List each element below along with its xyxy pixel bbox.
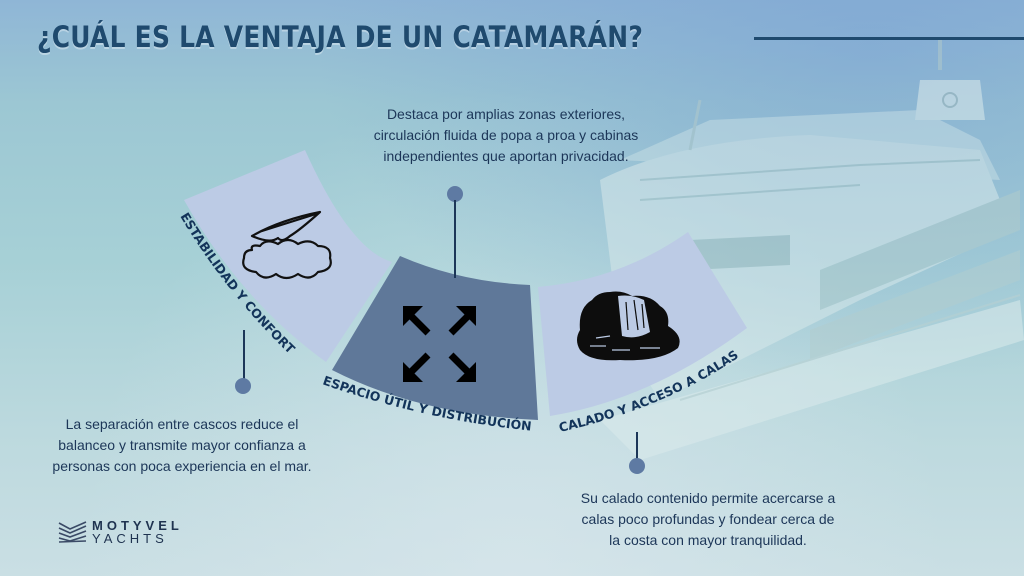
segment-espacio bbox=[332, 256, 538, 420]
description-line: independientes que aportan privacidad. bbox=[383, 148, 629, 164]
expand-arrows-icon bbox=[403, 306, 476, 382]
description-line: Su calado contenido permite acercarse a bbox=[580, 490, 836, 506]
description-estabilidad: La separación entre cascos reduce el bal… bbox=[40, 414, 324, 477]
description-line: circulación fluida de popa a proa y cabi… bbox=[373, 127, 639, 143]
description-line: personas con poca experiencia en el mar. bbox=[52, 458, 312, 474]
connector-dot-espacio bbox=[447, 186, 463, 202]
segment-estabilidad bbox=[184, 150, 392, 362]
connector-line-estabilidad bbox=[243, 330, 245, 380]
description-line: la costa con mayor tranquilidad. bbox=[609, 532, 807, 548]
description-espacio: Destaca por amplias zonas exteriores, ci… bbox=[356, 104, 656, 167]
connector-dot-calado bbox=[629, 458, 645, 474]
brand-logo: MOTYVEL YACHTS bbox=[58, 519, 183, 545]
description-line: La separación entre cascos reduce el bbox=[65, 416, 299, 432]
description-line: calas poco profundas y fondear cerca de bbox=[581, 511, 835, 527]
connector-line-espacio bbox=[454, 200, 456, 278]
waves-logo-icon bbox=[58, 521, 87, 543]
description-line: Destaca por amplias zonas exteriores, bbox=[386, 106, 626, 122]
brand-name: MOTYVEL bbox=[92, 518, 183, 533]
brand-subtitle: YACHTS bbox=[92, 531, 168, 546]
page-title: ¿CUÁL ES LA VENTAJA DE UN CATAMARÁN? bbox=[37, 20, 644, 54]
description-line: balanceo y transmite mayor confianza a bbox=[58, 437, 306, 453]
title-divider bbox=[754, 37, 1024, 40]
connector-line-calado bbox=[636, 432, 638, 462]
connector-dot-estabilidad bbox=[235, 378, 251, 394]
feather-cloud-icon bbox=[242, 210, 332, 280]
description-calado: Su calado contenido permite acercarse a … bbox=[558, 488, 858, 551]
waterfall-rock-icon bbox=[577, 291, 680, 361]
